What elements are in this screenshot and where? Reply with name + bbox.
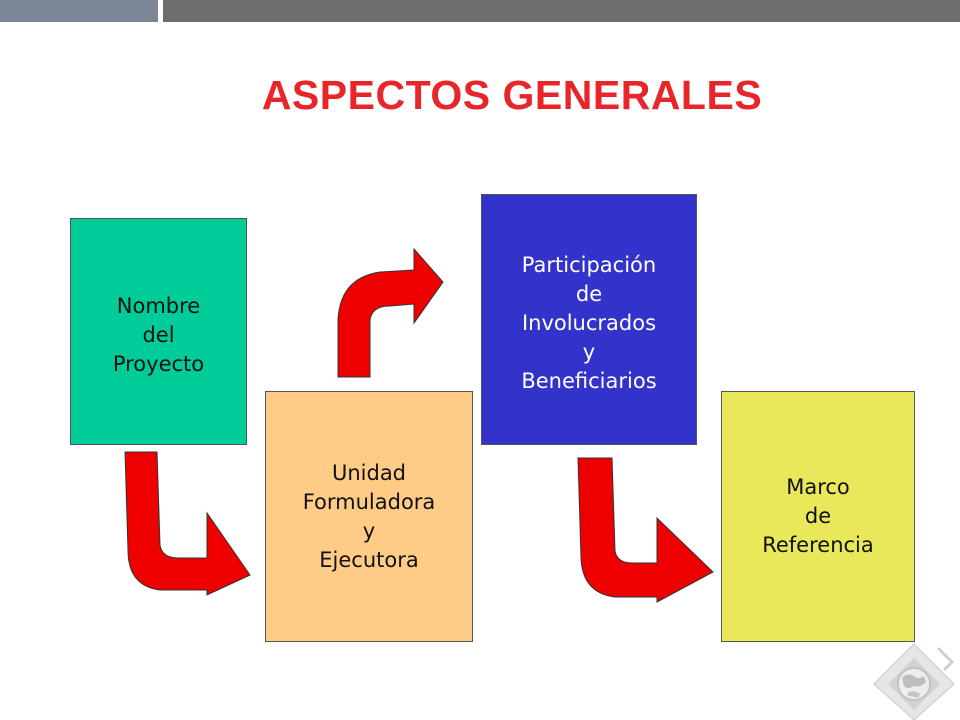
globe-logo-icon <box>873 643 955 720</box>
node-label: Participación de Involucrados y Benefici… <box>521 253 657 393</box>
node-marco-de-referencia: Marco de Referencia <box>721 391 915 642</box>
node-label: Marco de Referencia <box>762 475 874 557</box>
arrow-down-right-1 <box>124 451 251 596</box>
page-title: ASPECTOS GENERALES <box>261 72 763 118</box>
node-label: Unidad Formuladora y Ejecutora <box>302 460 436 572</box>
node-unidad-formuladora: Unidad Formuladora y Ejecutora <box>265 391 473 642</box>
node-label: Nombre del Proyecto <box>112 294 205 376</box>
arrow-down-right-2 <box>577 457 714 603</box>
arrow-up-right <box>337 247 444 378</box>
node-participacion-involucrados: Participación de Involucrados y Benefici… <box>481 194 697 445</box>
node-nombre-del-proyecto: Nombre del Proyecto <box>70 218 247 445</box>
top-bar-accent <box>0 0 158 22</box>
top-bar <box>163 0 960 22</box>
